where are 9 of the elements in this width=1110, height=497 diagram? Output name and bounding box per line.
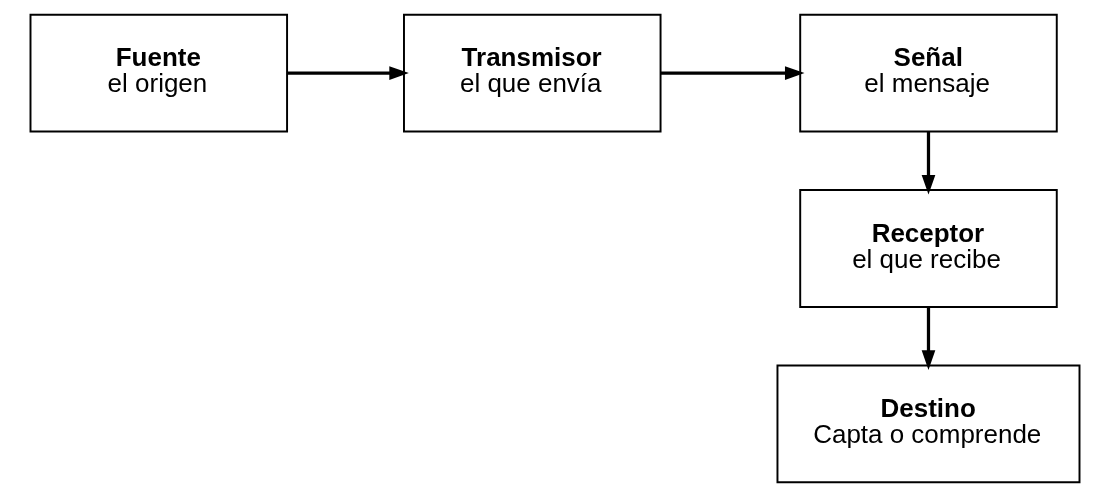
- arrow: [921, 131, 936, 195]
- node-box: Fuente el origen: [29, 13, 289, 133]
- node-box: Destino Capta o comprende: [776, 364, 1081, 484]
- node-box: Transmisor el que envía: [403, 13, 662, 133]
- arrow: [287, 66, 409, 80]
- arrow: [921, 307, 936, 370]
- node-box: Señal el mensaje: [799, 13, 1058, 133]
- arrow: [660, 66, 805, 80]
- node-box: Receptor el que recibe: [799, 189, 1058, 308]
